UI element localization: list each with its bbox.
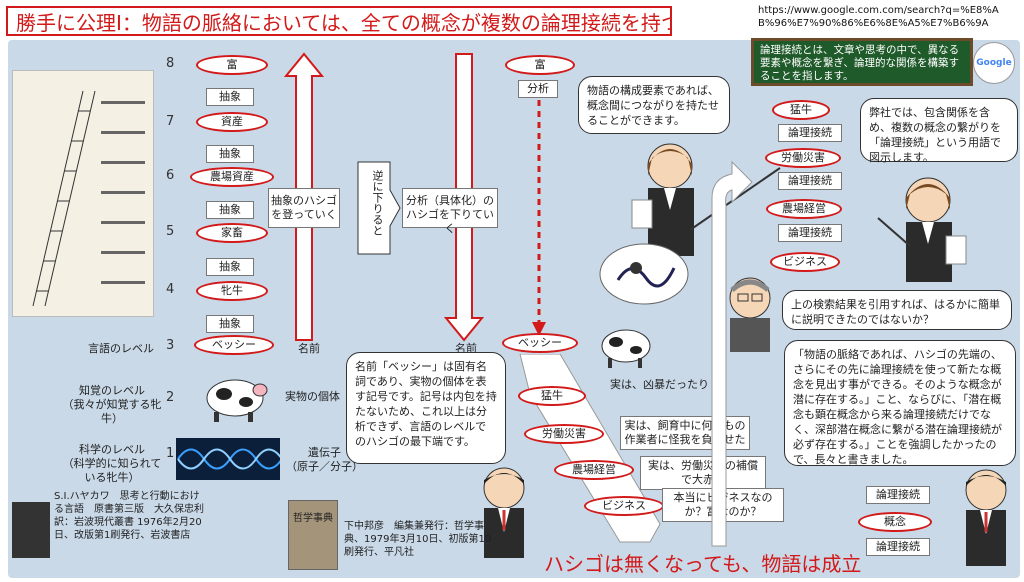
logic-link-label: 論理接続 (778, 172, 842, 190)
concept-link-top: 論理接続 (866, 486, 930, 504)
node-cow: 牝牛 (196, 281, 268, 301)
gene-label: 遺伝子 （原子／分子） (286, 446, 363, 473)
company-callout: 弊社では、包含関係を含め、複数の概念の繋がりを「論理接続」という用語で図示します… (860, 98, 1018, 164)
abstraction-label: 抽象 (206, 88, 254, 106)
abstraction-label: 抽象 (206, 201, 254, 219)
node-wealth: 富 (196, 55, 268, 75)
perception-level-label: 知覚のレベル （我々が知覚する牝牛） (62, 384, 162, 425)
logic-node-accident: 労働災害 (765, 148, 841, 168)
thought-cloud-image (599, 243, 689, 305)
businessman-figure-left (483, 467, 525, 558)
definition-board: 論理接続とは、文章や思考の中で、異なる要素や概念を繋ぎ、論理的な関係を構築するこ… (751, 38, 973, 86)
node-bessie: ベッシー (194, 335, 274, 355)
cow-angry-image (601, 329, 651, 368)
name-explanation-callout: 名前「ベッシー」は固有名詞であり、実物の個体を表す記号です。記号は内包を持たない… (346, 352, 506, 464)
level-8: 8 (166, 56, 175, 71)
analysis-label: 分析 (518, 80, 558, 98)
presenter-figure (877, 177, 967, 282)
abstraction-ladder-figure (12, 70, 154, 317)
name-label-left: 名前 (298, 342, 320, 355)
node-assets: 資産 (196, 112, 268, 132)
chain-node-bull: 猛牛 (518, 386, 586, 406)
truth-violent: 実は、凶暴だったり (610, 378, 709, 391)
dictionary-reference: 下中邦彦 編集兼発行：哲学事典、1979年3月10日、初版第10刷発行、平凡社 (344, 521, 492, 558)
climb-ladder-box: 抽象のハシゴを登っていく (268, 188, 340, 228)
hayakawa-reference: S.I.ハヤカワ 思考と行動における言語 原書第三版 大久保忠利 訳：岩波現代叢… (54, 491, 214, 541)
node-farm-assets: 農場資産 (190, 167, 274, 187)
search-url[interactable]: https://www.google.com.com/search?q=%E8%… (758, 5, 999, 29)
logic-node-business: ビジネス (770, 252, 840, 272)
logic-node-bull: 猛牛 (772, 100, 830, 120)
businessman-figure-right (965, 469, 1007, 566)
logic-node-farm: 農場経営 (766, 199, 842, 219)
logic-link-label: 論理接続 (778, 124, 842, 142)
white-up-arrow (711, 160, 753, 547)
hayakawa-book-cover (12, 502, 50, 558)
google-logo: Google (973, 42, 1015, 84)
page-title: 勝手に公理Ⅰ：物語の脈絡においては、全ての概念が複数の論理接続を持つ。 (6, 6, 672, 36)
logic-link-label: 論理接続 (778, 224, 842, 242)
teacher-callout: 物語の構成要素であれば、概念間につながりを持たせることができます。 (578, 76, 730, 134)
name-label-mid: 名前 (455, 342, 477, 355)
level-6: 6 (166, 168, 175, 183)
concept-node: 概念 (858, 512, 932, 532)
abstraction-label: 抽象 (206, 315, 254, 333)
language-level-label: 言語のレベル (88, 342, 154, 355)
concept-link-bottom: 論理接続 (866, 538, 930, 556)
chain-node-farm-management: 農場経営 (554, 460, 634, 480)
analysis-ladder-box: 分析（具体化）のハシゴを下りていく (402, 188, 498, 235)
dna-image (176, 438, 280, 480)
abstraction-label: 抽象 (206, 145, 254, 163)
real-object-label: 実物の個体 (285, 390, 340, 403)
story-callout: 「物語の脈絡であれば、ハシゴの先端の、さらにその先に論理接続を使って新たな概念を… (784, 340, 1016, 466)
node-livestock: 家畜 (196, 223, 268, 243)
level-5: 5 (166, 224, 175, 239)
level-3: 3 (166, 338, 175, 353)
science-level-label: 科学のレベル （科学的に知られている牝牛） (62, 443, 162, 484)
boss-figure (729, 277, 771, 352)
chain-node-business: ビジネス (584, 496, 664, 516)
chain-node-labor-accident: 労働災害 (524, 424, 604, 444)
level-1: 1 (166, 446, 175, 461)
conclusion-text: ハシゴは無くなっても、物語は成立 (544, 552, 862, 576)
right-node-wealth: 富 (505, 55, 575, 75)
boss-callout: 上の検索結果を引用すれば、はるかに簡単に説明できたのではないか？ (782, 290, 1012, 330)
truth-compensation: 実は、労働災害の補償で大赤字 (640, 456, 766, 490)
level-7: 7 (166, 114, 175, 129)
abstraction-label: 抽象 (206, 258, 254, 276)
level-2: 2 (166, 390, 175, 405)
cow-image (206, 379, 268, 422)
reverse-label: 逆に下りると (371, 170, 384, 236)
dashed-analysis-arrow (532, 100, 546, 336)
level-4: 4 (166, 282, 175, 297)
reverse-arrow-box (357, 161, 401, 255)
philosophy-dictionary-cover: 哲学事典 (288, 500, 338, 570)
right-node-bessie: ベッシー (502, 333, 578, 353)
